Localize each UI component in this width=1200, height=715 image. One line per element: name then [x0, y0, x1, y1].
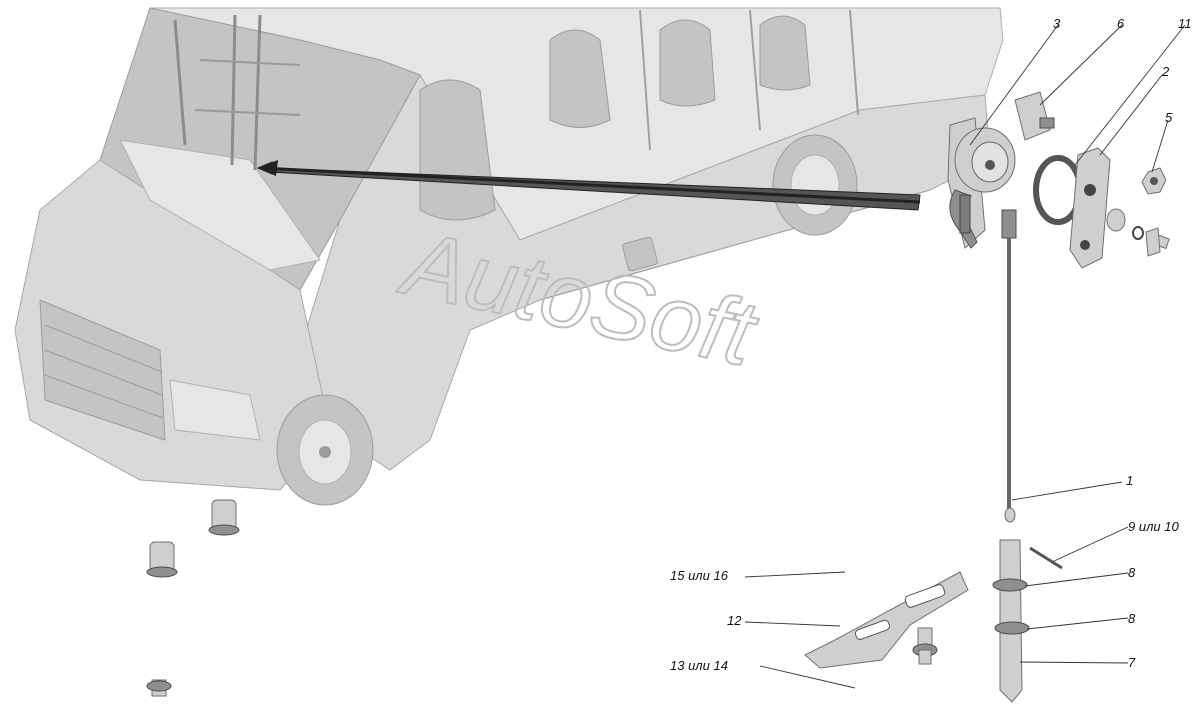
- part-8-ring-lower: [994, 621, 1030, 635]
- parts: [146, 91, 1170, 703]
- callout-2: 2: [1161, 64, 1170, 79]
- location-arrow: [256, 160, 921, 211]
- callout-labels: 3 6 11 2 5 1 9 или 10 8 8 7 15 или 16 12…: [670, 16, 1192, 673]
- part-1-rod: [1001, 209, 1017, 523]
- callout-11: 11: [1178, 16, 1192, 31]
- part-15-bushing-2: [208, 499, 240, 536]
- bolt: [1145, 227, 1170, 257]
- spring-washer: [1132, 226, 1144, 240]
- callout-15-or-16: 15 или 16: [670, 568, 729, 583]
- part-8-ring-upper: [992, 578, 1028, 592]
- callout-7: 7: [1128, 655, 1136, 670]
- part-6-switch: [1014, 91, 1055, 141]
- part-3-lock-cylinder: [947, 117, 1016, 249]
- callout-3: 3: [1053, 16, 1061, 31]
- part-7-shaft: [992, 539, 1030, 703]
- callout-6: 6: [1117, 16, 1125, 31]
- callout-9-or-10: 9 или 10: [1128, 519, 1179, 534]
- part-5-nut: [1141, 167, 1167, 195]
- leader-lines: [744, 24, 1186, 689]
- part-15-bushing: [146, 541, 178, 578]
- minibus-illustration: [14, 7, 1004, 506]
- part-12-bracket: [804, 571, 969, 669]
- callout-5: 5: [1165, 110, 1173, 125]
- part-9-pin: [1029, 546, 1063, 570]
- part-13-bolt: [912, 627, 938, 665]
- washer: [1106, 208, 1126, 232]
- callout-8-lower: 8: [1128, 611, 1136, 626]
- callout-13-or-14: 13 или 14: [670, 658, 728, 673]
- callout-8-upper: 8: [1128, 565, 1136, 580]
- callout-12: 12: [727, 613, 742, 628]
- callout-1: 1: [1126, 473, 1133, 488]
- part-13-bolt-2: [146, 679, 172, 697]
- part-2-plate: [1069, 147, 1111, 269]
